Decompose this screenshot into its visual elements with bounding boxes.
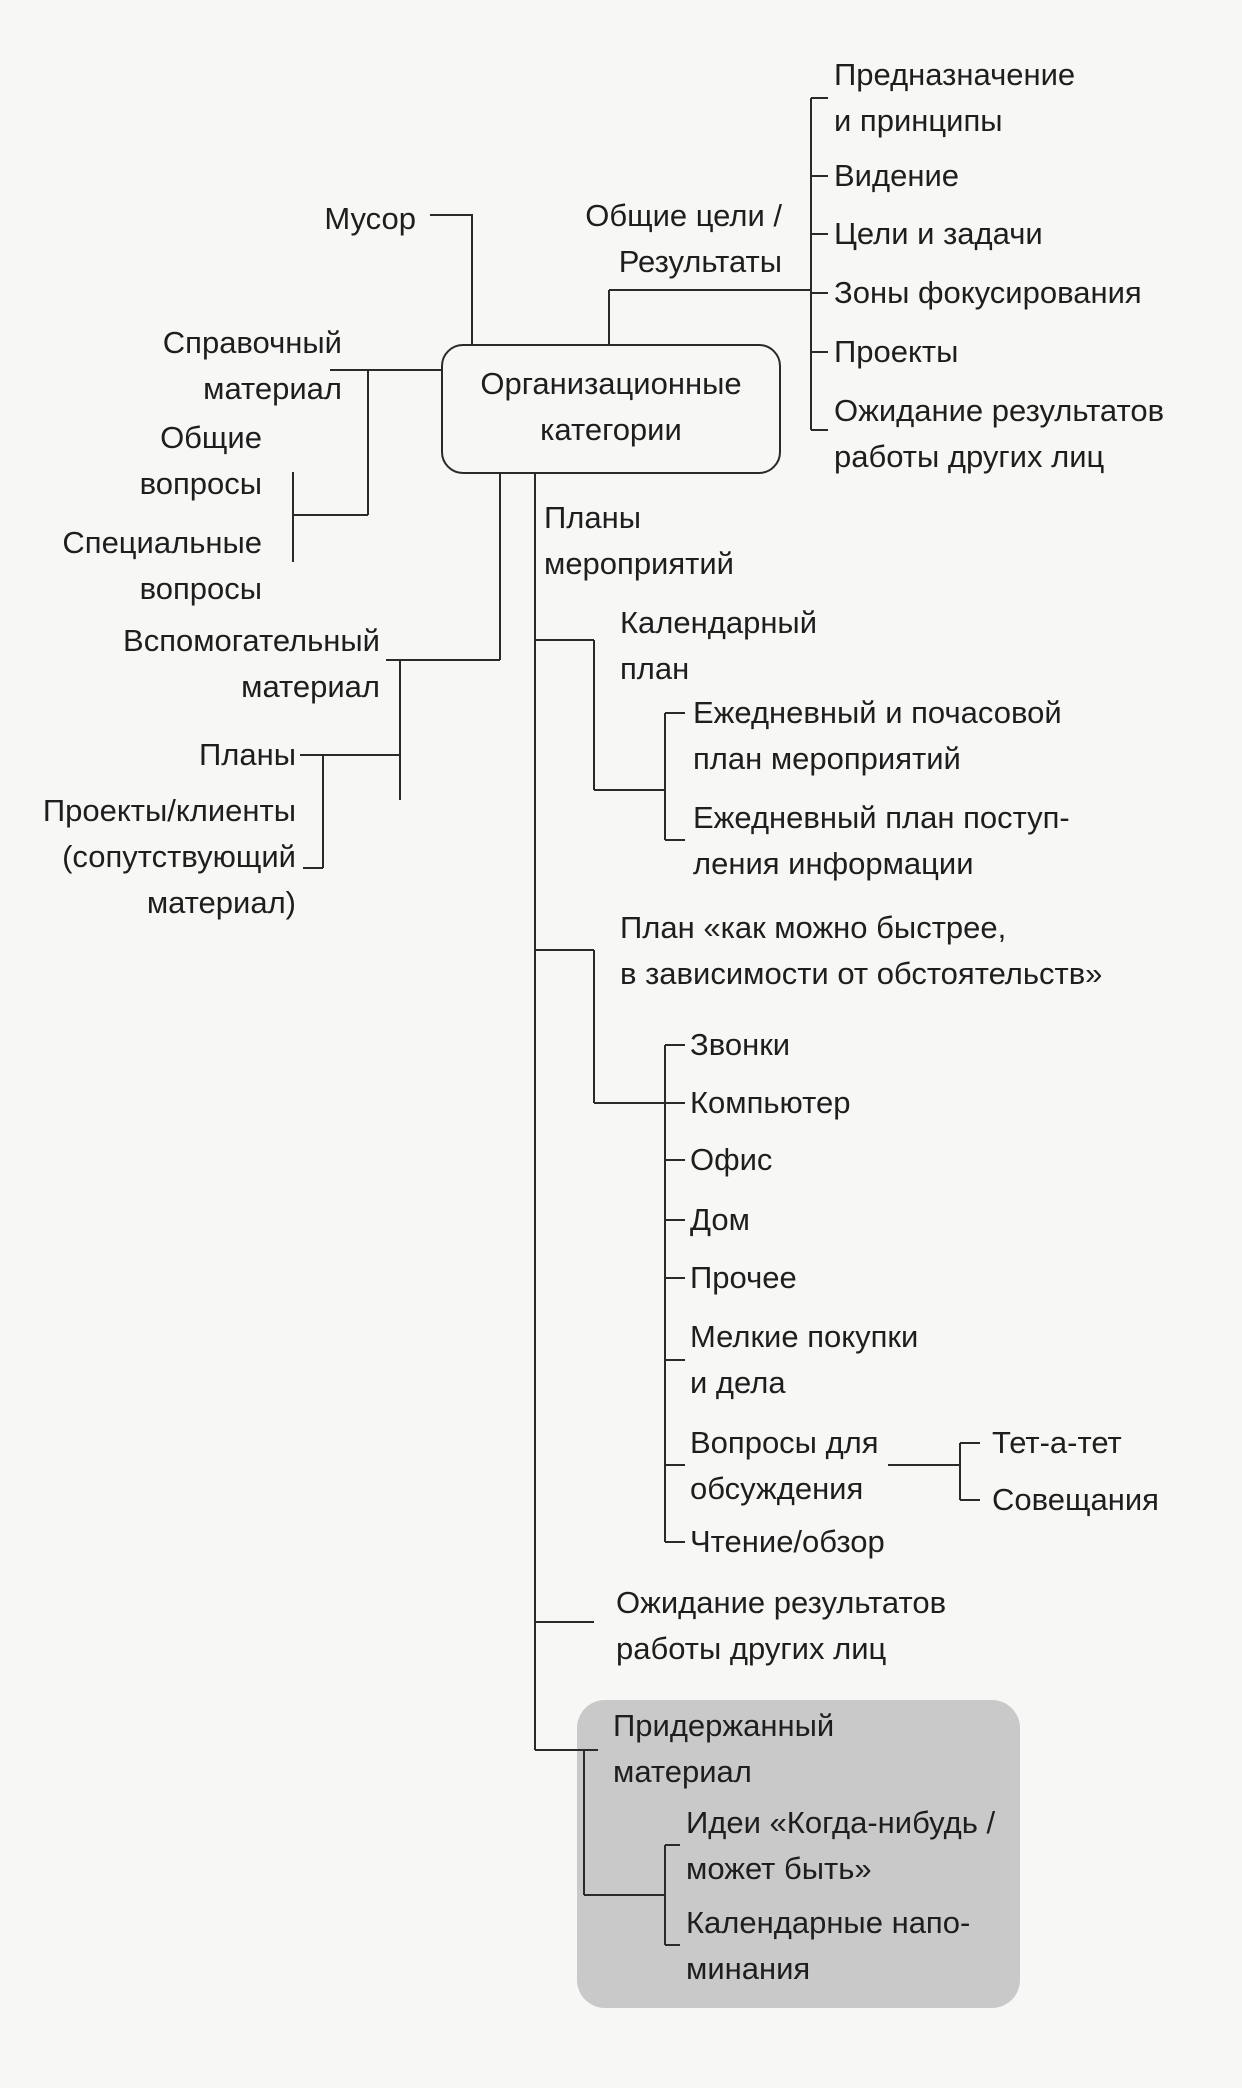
- special-label: Специальные вопросы: [62, 525, 262, 606]
- asap-item: Звонки: [690, 1027, 791, 1062]
- root-node: Организационные категории: [441, 344, 781, 474]
- asap-item: Дом: [690, 1202, 750, 1237]
- waiting-label: Ожидание результатов работы других лиц: [616, 1585, 947, 1666]
- projects-clients-label: Проекты/клиенты (сопутствующий материал): [42, 793, 296, 920]
- asap-item: Мелкие покупки и дела: [690, 1319, 919, 1400]
- goals-label: Общие цели / Результаты: [585, 198, 782, 279]
- discussion-item: Тет-а-тет: [992, 1425, 1122, 1460]
- goal-item: Ожидание результатов работы других лиц: [834, 393, 1165, 474]
- asap-item: Вопросы для обсуждения: [690, 1425, 879, 1506]
- goal-item: Проекты: [834, 334, 959, 369]
- asap-item: Компьютер: [690, 1085, 851, 1120]
- trash-label: Мусор: [324, 201, 416, 236]
- asap-item: Прочее: [690, 1260, 797, 1295]
- calendar-label: Календарный план: [620, 605, 818, 686]
- general-label: Общие вопросы: [139, 420, 262, 501]
- support-label: Вспомогательный материал: [123, 623, 380, 704]
- calendar-item: Ежедневный план поступ- ления информации: [693, 800, 1070, 881]
- discussion-item: Совещания: [992, 1482, 1159, 1517]
- hold-item: Идеи «Когда-нибудь / может быть»: [686, 1805, 996, 1886]
- plans-label: Планы: [198, 737, 296, 772]
- goal-item: Видение: [834, 158, 959, 193]
- action-plans-label: Планы мероприятий: [544, 500, 734, 581]
- calendar-item: Ежедневный и почасовой план мероприятий: [693, 695, 1062, 776]
- goal-item: Зоны фокусирования: [834, 275, 1142, 310]
- reference-label: Справочный материал: [162, 325, 342, 406]
- asap-item: Чтение/обзор: [690, 1524, 885, 1559]
- asap-item: Офис: [690, 1142, 773, 1177]
- goal-item: Предназначение и принципы: [834, 57, 1076, 138]
- hold-item: Календарные напо- минания: [686, 1905, 971, 1986]
- root-label: Организационные категории: [480, 366, 742, 447]
- hold-label: Придержанный материал: [613, 1708, 835, 1789]
- goal-item: Цели и задачи: [834, 216, 1043, 251]
- hold-material-box: [577, 1700, 1020, 2008]
- asap-label: План «как можно быстрее, в зависимости о…: [620, 910, 1103, 991]
